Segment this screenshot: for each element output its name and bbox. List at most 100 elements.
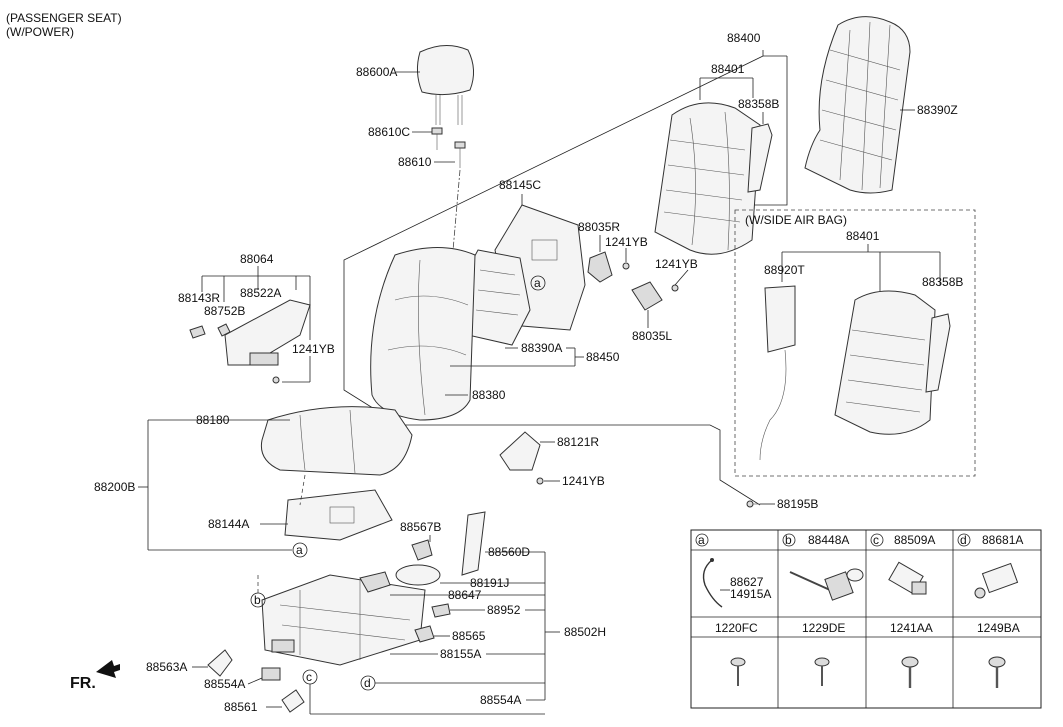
screw-1241YB-b bbox=[671, 284, 679, 292]
bracket-88035R bbox=[587, 251, 613, 283]
label-88560D: 88560D bbox=[488, 545, 530, 559]
screw-1229DE-icon bbox=[814, 657, 830, 686]
screw-1241AA-icon bbox=[901, 656, 919, 688]
label-1241YB-c: 1241YB bbox=[292, 342, 335, 356]
label-88561: 88561 bbox=[224, 700, 258, 714]
lumbar-88560D bbox=[461, 511, 486, 576]
table-a-part-1: 88627 bbox=[730, 575, 764, 589]
label-88121R: 88121R bbox=[557, 435, 599, 449]
label-88522A: 88522A bbox=[240, 286, 281, 300]
label-88155A: 88155A bbox=[440, 647, 481, 661]
box-label-88358B: 88358B bbox=[922, 275, 963, 289]
recliner-88191J bbox=[395, 564, 441, 586]
headrest-guide-88610 bbox=[454, 141, 466, 168]
fastener-label-2: 1229DE bbox=[802, 621, 845, 635]
table-header-b-letter: b bbox=[785, 533, 792, 547]
table-header-c-letter: c bbox=[873, 533, 879, 547]
screw-1220FC-icon bbox=[730, 657, 746, 686]
label-88567B: 88567B bbox=[400, 520, 441, 534]
box-label-88920T: 88920T bbox=[764, 263, 805, 277]
callout-a-ref bbox=[530, 275, 546, 291]
label-88358B: 88358B bbox=[738, 97, 779, 111]
label-88064: 88064 bbox=[240, 252, 274, 266]
seat-side-cover bbox=[189, 299, 311, 384]
label-88035R: 88035R bbox=[578, 220, 620, 234]
seatback-cover bbox=[370, 247, 476, 421]
callout-a-ref-letter: a bbox=[534, 276, 541, 290]
side-airbag-box bbox=[734, 209, 976, 477]
label-88390A: 88390A bbox=[521, 341, 562, 355]
label-88195B: 88195B bbox=[777, 497, 818, 511]
label-88610: 88610 bbox=[398, 155, 432, 169]
side-airbag-module bbox=[759, 285, 796, 461]
knob-88565 bbox=[414, 625, 435, 643]
label-88401: 88401 bbox=[711, 62, 745, 76]
label-88191J: 88191J bbox=[470, 576, 509, 590]
label-88390Z: 88390Z bbox=[917, 103, 958, 117]
cover-88563A bbox=[207, 649, 233, 677]
table-header-b-part: 88448A bbox=[808, 533, 849, 547]
label-1241YB-b: 1241YB bbox=[655, 257, 698, 271]
label-88200B: 88200B bbox=[94, 480, 135, 494]
box-seatback-frame bbox=[834, 290, 936, 435]
cover-88121R bbox=[499, 431, 544, 485]
cushion-mat-88144A bbox=[284, 489, 393, 541]
belt-guide-top bbox=[747, 123, 773, 193]
label-88554A-b: 88554A bbox=[480, 693, 521, 707]
seat-track-assembly bbox=[261, 574, 426, 666]
callout-c-letter: c bbox=[306, 670, 312, 684]
table-a-part-2: 14915A bbox=[730, 587, 771, 601]
label-88752B: 88752B bbox=[204, 304, 245, 318]
motor-88509A-icon bbox=[888, 561, 927, 595]
box-label-88401: 88401 bbox=[846, 229, 880, 243]
bolt-88195B bbox=[746, 500, 760, 508]
header-line-2: (W/POWER) bbox=[6, 25, 74, 39]
label-88563A: 88563A bbox=[146, 660, 187, 674]
seat-cushion bbox=[260, 406, 413, 476]
header-line-1: (PASSENGER SEAT) bbox=[6, 11, 122, 25]
bracket-88035L bbox=[631, 281, 663, 311]
callout-b-letter: b bbox=[254, 593, 261, 607]
label-88647: 88647 bbox=[448, 588, 482, 602]
label-88450: 88450 bbox=[586, 350, 620, 364]
table-header-d-part: 88681A bbox=[982, 533, 1023, 547]
label-88610C: 88610C bbox=[368, 125, 410, 139]
table-header-a-letter: a bbox=[698, 533, 705, 547]
label-1241YB-d: 1241YB bbox=[562, 474, 605, 488]
cover-88554A-a bbox=[261, 667, 281, 681]
seatback-frame bbox=[654, 102, 761, 255]
cover-88561 bbox=[281, 689, 305, 713]
motor-88567B bbox=[411, 539, 433, 561]
screw-1249BA-icon bbox=[988, 656, 1006, 688]
fastener-label-4: 1249BA bbox=[977, 621, 1020, 635]
table-callout-b bbox=[782, 533, 796, 547]
table-callout-c bbox=[870, 533, 884, 547]
callout-d-letter: d bbox=[364, 676, 371, 690]
fastener-label-3: 1241AA bbox=[890, 621, 933, 635]
box-belt-guide bbox=[925, 313, 951, 393]
motor-88681A-icon bbox=[974, 562, 1019, 599]
label-88400: 88400 bbox=[727, 31, 761, 45]
table-header-d-letter: d bbox=[960, 533, 967, 547]
airbag-box-title: (W/SIDE AIR BAG) bbox=[745, 213, 847, 227]
front-arrow-icon bbox=[96, 660, 120, 678]
label-88554A-a: 88554A bbox=[204, 677, 245, 691]
wire-88627-icon bbox=[702, 558, 723, 608]
callout-a-cushion-letter: a bbox=[296, 543, 303, 557]
label-88144A: 88144A bbox=[208, 517, 249, 531]
motor-88448A-icon bbox=[789, 568, 864, 601]
link-88647 bbox=[359, 571, 391, 593]
callout-a-cushion bbox=[292, 542, 308, 558]
front-label: FR. bbox=[70, 675, 96, 692]
label-88143R: 88143R bbox=[178, 291, 220, 305]
table-callout-d bbox=[957, 533, 971, 547]
label-88565: 88565 bbox=[452, 629, 486, 643]
label-88502H: 88502H bbox=[564, 625, 606, 639]
label-88180: 88180 bbox=[196, 413, 230, 427]
seatback-rear-panel bbox=[804, 16, 911, 194]
label-88145C: 88145C bbox=[499, 178, 541, 192]
screw-1241YB-a bbox=[622, 262, 630, 270]
table-header-c-part: 88509A bbox=[894, 533, 935, 547]
label-88035L: 88035L bbox=[632, 329, 672, 343]
